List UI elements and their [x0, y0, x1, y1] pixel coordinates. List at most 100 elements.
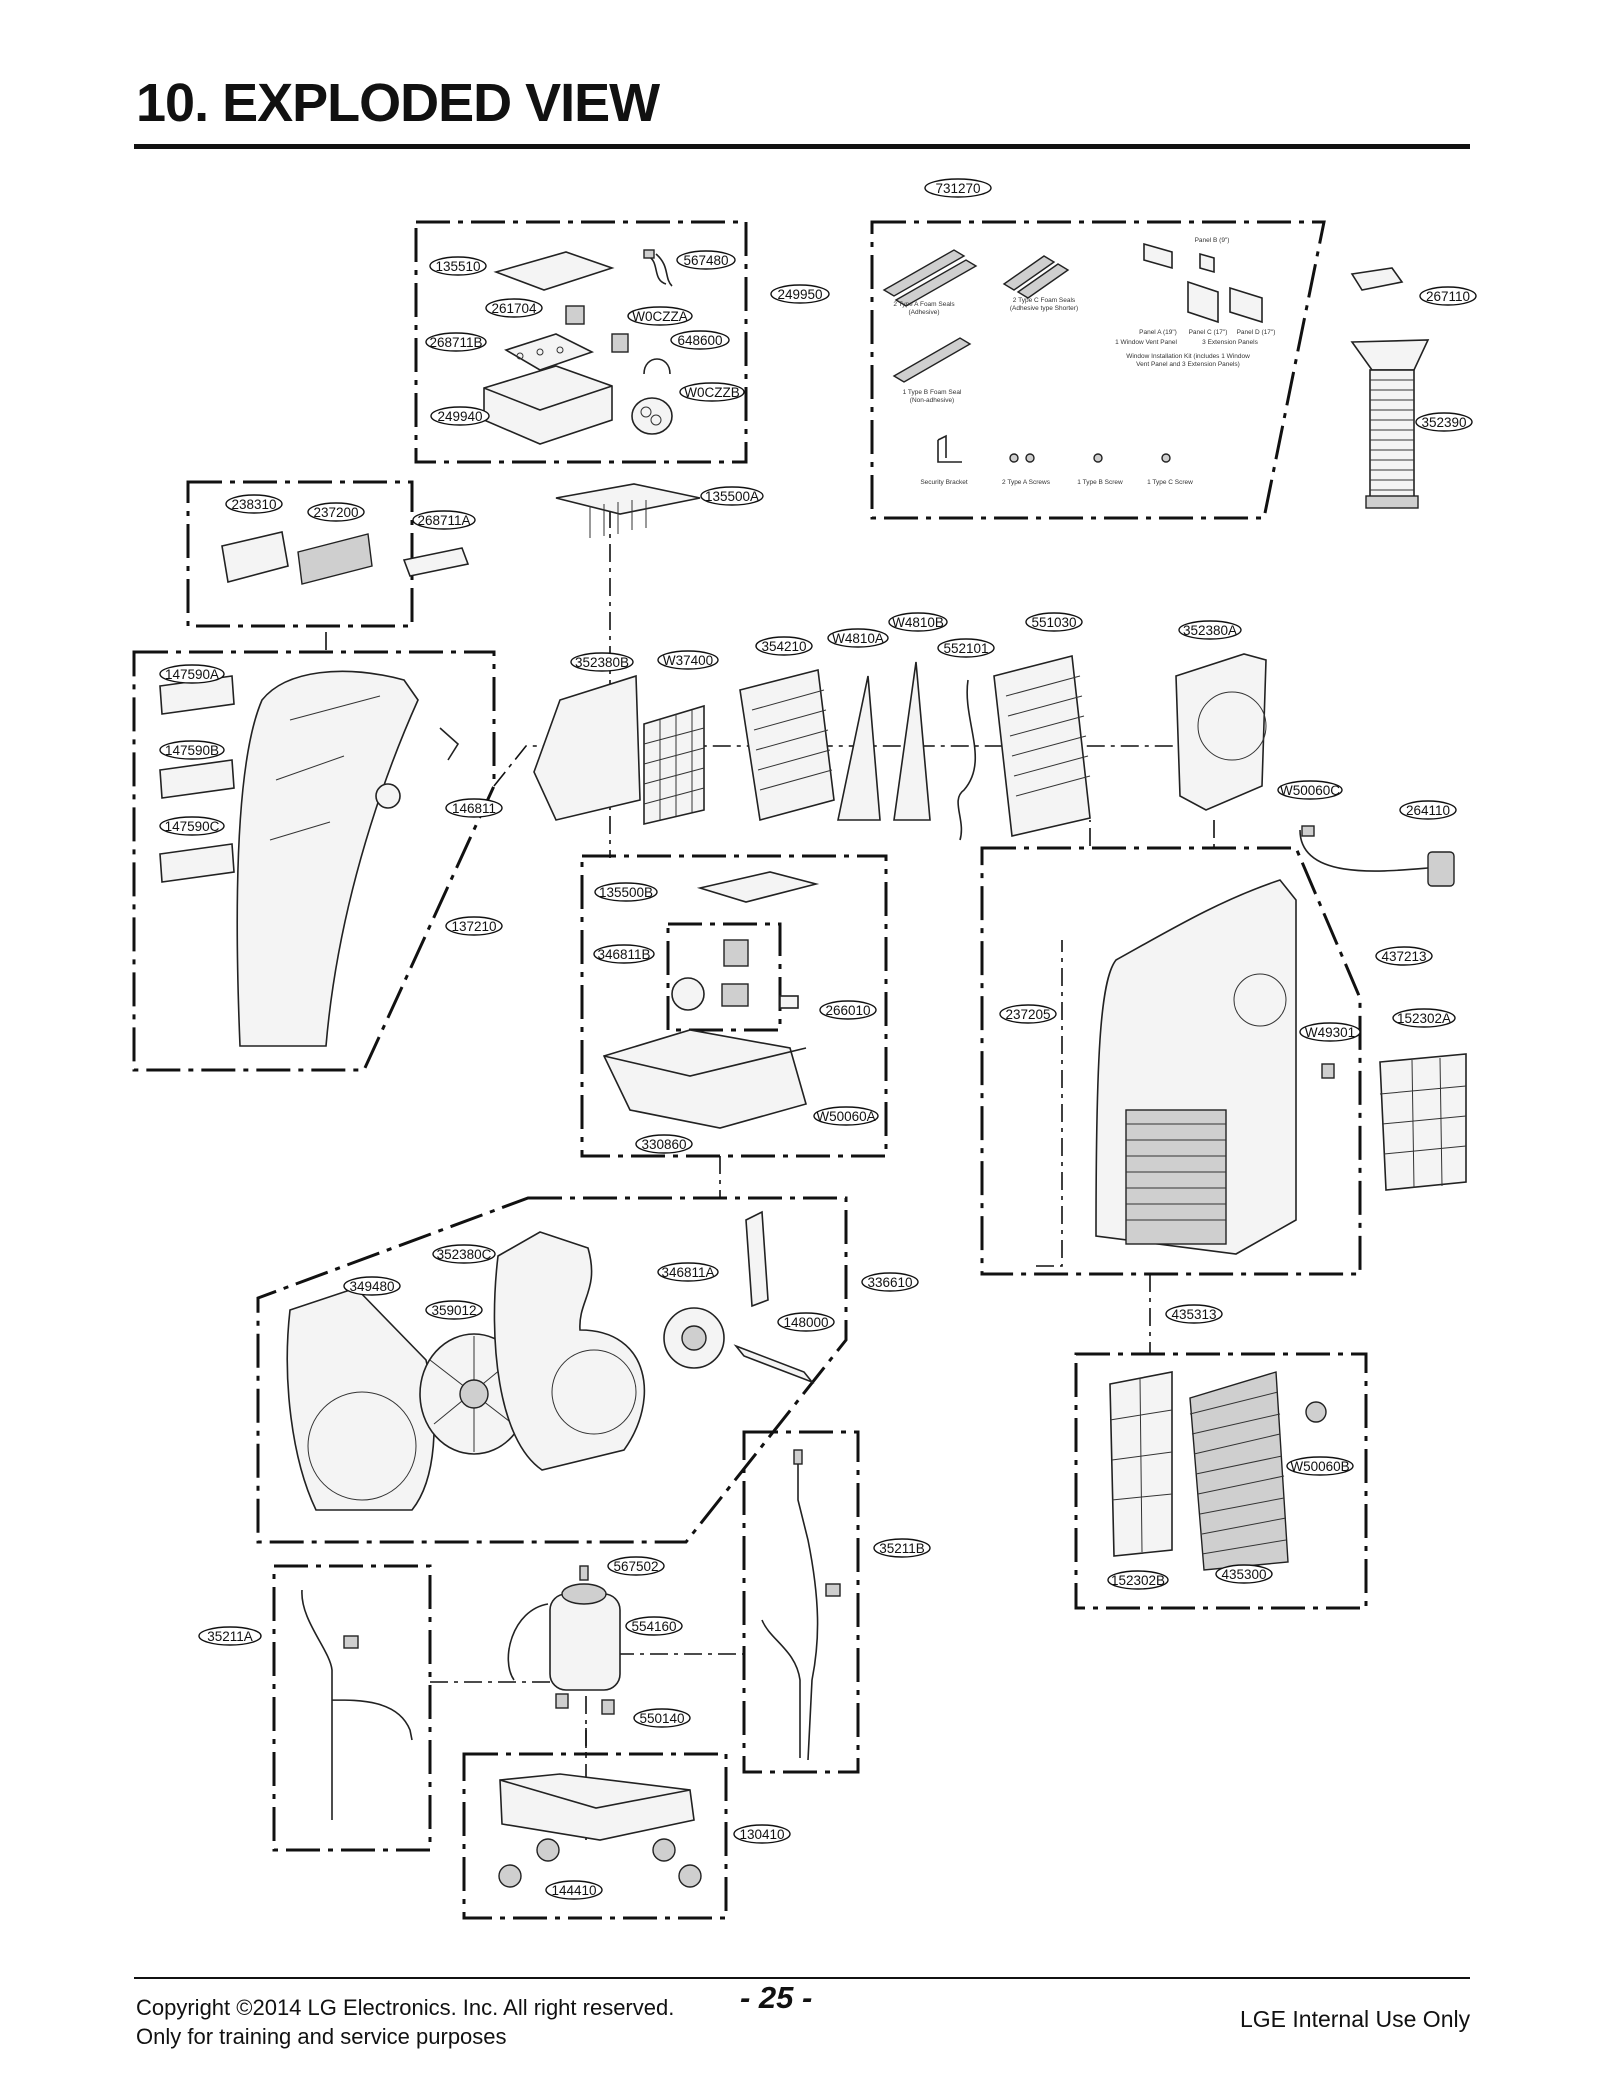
side-plate-a-part: [837, 675, 881, 821]
kit-panel-c-label: Panel C (17"): [1189, 329, 1228, 336]
callout-bubble: [343, 1276, 401, 1296]
rear-filter-part: [1109, 1371, 1173, 1557]
callout-bubble: [819, 1000, 877, 1020]
part-number-label: 249940: [437, 409, 482, 424]
part-number-label: 267110: [1426, 289, 1470, 304]
part-number-label: 648600: [677, 333, 722, 348]
callout-bubble: [593, 944, 655, 964]
part-number-label: 552101: [943, 641, 988, 656]
part-number-label: 567480: [683, 253, 728, 268]
security-bracket-part: [937, 434, 962, 463]
callout-bubble: [1215, 1564, 1273, 1584]
part-number-label: 264110: [1406, 803, 1450, 818]
box-suction-pipe: [272, 1564, 432, 1852]
internal-use-text: LGE Internal Use Only: [1240, 2006, 1471, 2032]
scroll-casing-part: [493, 1231, 646, 1471]
callout-bubble: [445, 798, 503, 818]
clamp-part: [643, 358, 671, 375]
kit-screw-b-label: 1 Type B Screw: [1077, 479, 1123, 486]
box-window-kit: [870, 220, 1326, 520]
vane-motor-part: [375, 727, 460, 809]
part-number-label: W4810A: [832, 631, 884, 646]
part-number-label: 237200: [313, 505, 358, 520]
drain-plug-part: [1321, 1063, 1335, 1079]
part-number-label: 550140: [639, 1711, 684, 1726]
callout-bubble: [1286, 1456, 1354, 1476]
air-filter-part: [1379, 1053, 1467, 1191]
callout-bubble: [679, 382, 745, 402]
box-blower-assembly: [256, 1196, 848, 1544]
part-number-label: 152302A: [1397, 1011, 1451, 1026]
capacitor-part: [631, 397, 673, 435]
kit-ext-panels-label: 3 Extension Panels: [1202, 339, 1258, 346]
page-number: - 25 -: [740, 1980, 813, 2015]
kit-screw-c-label: 1 Type C Screw: [1147, 479, 1193, 486]
callout-bubble: [307, 502, 365, 522]
kit-screws-a-label: 2 Type A Screws: [1002, 479, 1051, 486]
kit-security-bracket-label: Security Bracket: [920, 479, 968, 486]
compressor-part: [507, 1583, 621, 1691]
part-number-label: 268711A: [417, 513, 470, 528]
part-number-label: 567502: [613, 1559, 658, 1574]
callout-bubble: [999, 1004, 1057, 1024]
copyright-text: Copyright ©2014 LG Electronics. Inc. All…: [136, 1995, 675, 2020]
callout-bubble: [432, 1244, 496, 1264]
window-panels-part: [1143, 242, 1263, 324]
part-number-label: 135500A: [705, 489, 759, 504]
callout-bubble: [1178, 620, 1242, 640]
condenser-shroud-part: [1175, 653, 1267, 811]
callout-bubble: [485, 298, 543, 318]
part-number-label: W0CZZA: [632, 309, 688, 324]
callout-bubble: [770, 284, 830, 304]
part-number-label: 249950: [777, 287, 822, 302]
part-number-label: 148000: [783, 1315, 828, 1330]
part-number-label: 352390: [1421, 415, 1466, 430]
screws-part: [1009, 453, 1171, 463]
kit-foam-a-label: 2 Type A Foam Seals: [893, 301, 955, 308]
callout-bubble: [159, 664, 225, 684]
callout-bubble: [627, 306, 693, 326]
box-drain-assembly: [580, 854, 888, 1158]
callout-bubble: [1415, 412, 1473, 432]
leader-line: [430, 1681, 587, 1840]
box-discharge-pipe: [742, 1430, 860, 1774]
condenser-part: [993, 654, 1091, 837]
purpose-text: Only for training and service purposes: [136, 2024, 507, 2049]
part-number-label: 352380B: [575, 655, 629, 670]
exhaust-hose-part: [1350, 339, 1430, 509]
foam-seal-c-part: [1002, 255, 1070, 299]
relay-part: [565, 305, 629, 353]
kit-foam-b-note: (Non-adhesive): [910, 397, 954, 404]
callout-bubble: [657, 1262, 719, 1282]
callout-bubble: [1375, 946, 1433, 966]
box-pump-motor: [666, 922, 782, 1032]
part-number-label: 359012: [431, 1303, 476, 1318]
part-number-label: 35211A: [207, 1629, 253, 1644]
front-cover-part: [236, 670, 419, 1047]
callout-bubble: [924, 178, 992, 198]
kit-install-line1: Window Installation Kit (includes 1 Wind…: [1126, 353, 1250, 360]
part-number-label: W37400: [663, 653, 713, 668]
kit-panel-b-label: Panel B (9"): [1195, 237, 1230, 244]
pump-motor-part: [671, 939, 799, 1011]
part-number-label: 146811: [452, 801, 496, 816]
kit-foam-c-note: (Adhesive type Shorter): [1010, 305, 1078, 312]
display-pcb-part: [297, 533, 373, 585]
footer-rule: [134, 1977, 1470, 1979]
callout-bubble: [700, 486, 764, 506]
capillary-part: [957, 679, 977, 841]
rear-duct-part: [533, 674, 641, 821]
part-number-label: 152302B: [1111, 1573, 1165, 1588]
callout-bubble: [607, 1556, 665, 1576]
callout-bubble: [813, 1106, 879, 1126]
part-number-label: 354210: [761, 639, 806, 654]
callout-bubble: [633, 1708, 691, 1728]
callout-bubble: [1299, 1022, 1361, 1042]
callout-bubble: [937, 638, 995, 658]
callout-bubble: [412, 510, 476, 530]
part-number-label: 268711B: [429, 335, 482, 350]
callout-bubble: [1399, 800, 1457, 820]
kit-foam-b-label: 1 Type B Foam Seal: [903, 389, 962, 396]
part-number-label: 266010: [825, 1003, 870, 1018]
